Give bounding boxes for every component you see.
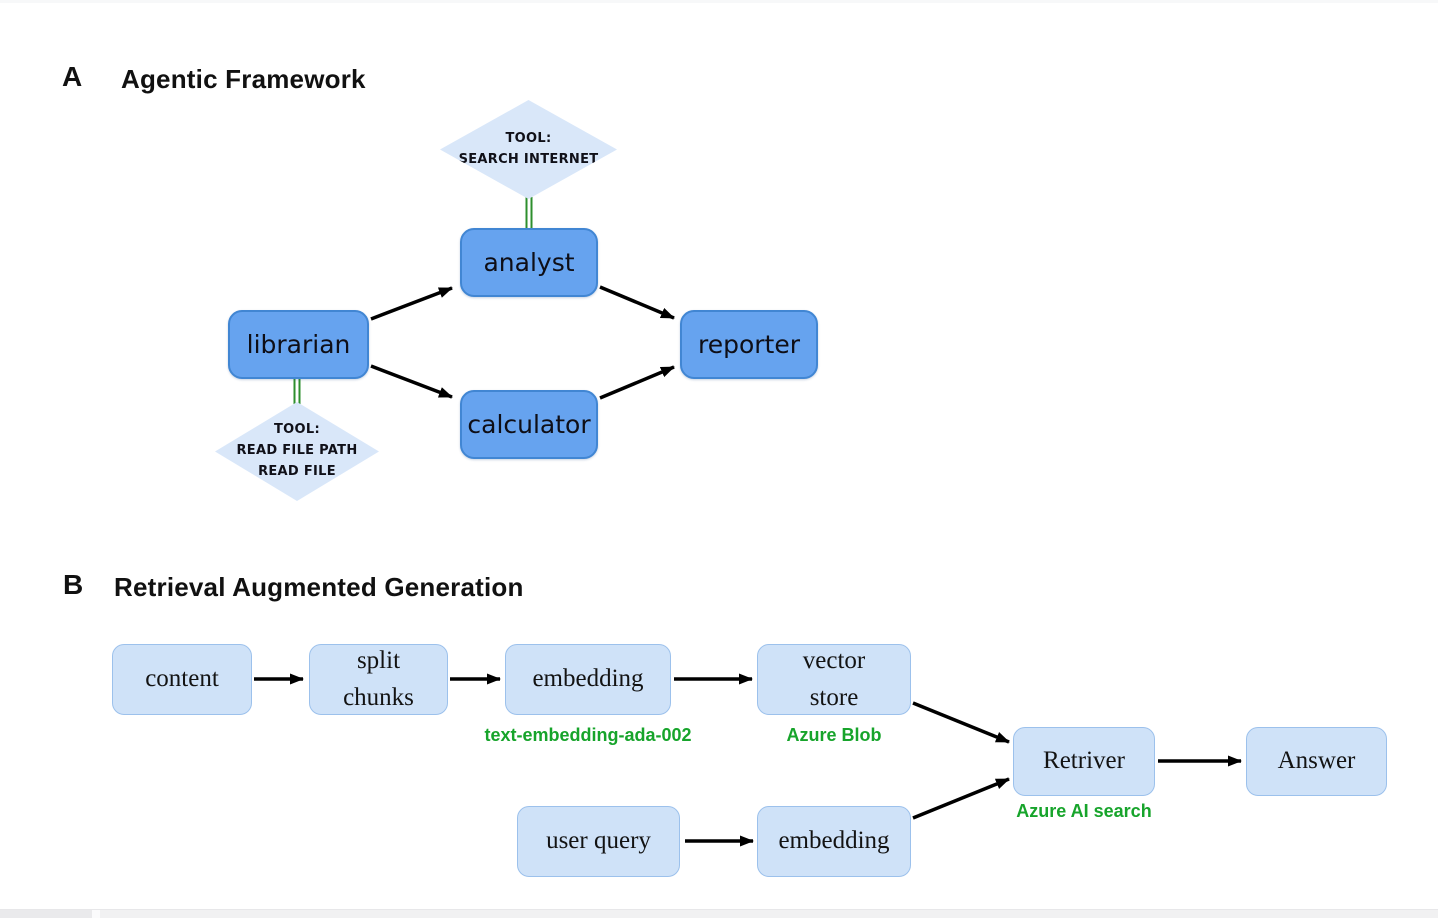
arrow-analyst-reporter (599, 285, 675, 320)
panel-b-title: Retrieval Augmented Generation (114, 572, 524, 602)
rag-node-retriever: Retriver (1013, 727, 1155, 796)
rag-node-vector-store: vector store (757, 644, 911, 715)
agent-node-reporter: reporter (680, 310, 818, 379)
annotation-azure-ai-search: Azure AI search (1016, 801, 1152, 821)
rag-node-embedding-bottom: embedding (757, 806, 911, 877)
rag-node-split-chunks: split chunks (309, 644, 448, 715)
arrow-librarian-analyst (370, 286, 453, 321)
agent-node-analyst: analyst (460, 228, 598, 297)
rag-node-embedding-top: embedding (505, 644, 671, 715)
agent-node-librarian: librarian (228, 310, 369, 379)
annotation-azure-blob: Azure Blob (786, 725, 882, 745)
arrow-embedding-retriever (912, 777, 1010, 820)
top-divider (0, 0, 1438, 3)
arrow-calculator-reporter (599, 365, 675, 400)
agent-node-calculator: calculator (460, 390, 598, 459)
arrow-vectorstore-retriever (912, 701, 1010, 744)
rag-node-answer: Answer (1246, 727, 1387, 796)
rag-node-user-query: user query (517, 806, 680, 877)
panel-a-letter: A (62, 61, 83, 92)
annotation-embedding-model: text-embedding-ada-002 (484, 725, 692, 745)
rag-node-content: content (112, 644, 252, 715)
panel-b-letter: B (63, 569, 84, 600)
arrow-librarian-calculator (370, 364, 453, 399)
panel-a-title: Agentic Framework (121, 64, 366, 94)
bottom-strip-segment (0, 910, 100, 918)
bottom-scroll-strip (0, 909, 1438, 918)
